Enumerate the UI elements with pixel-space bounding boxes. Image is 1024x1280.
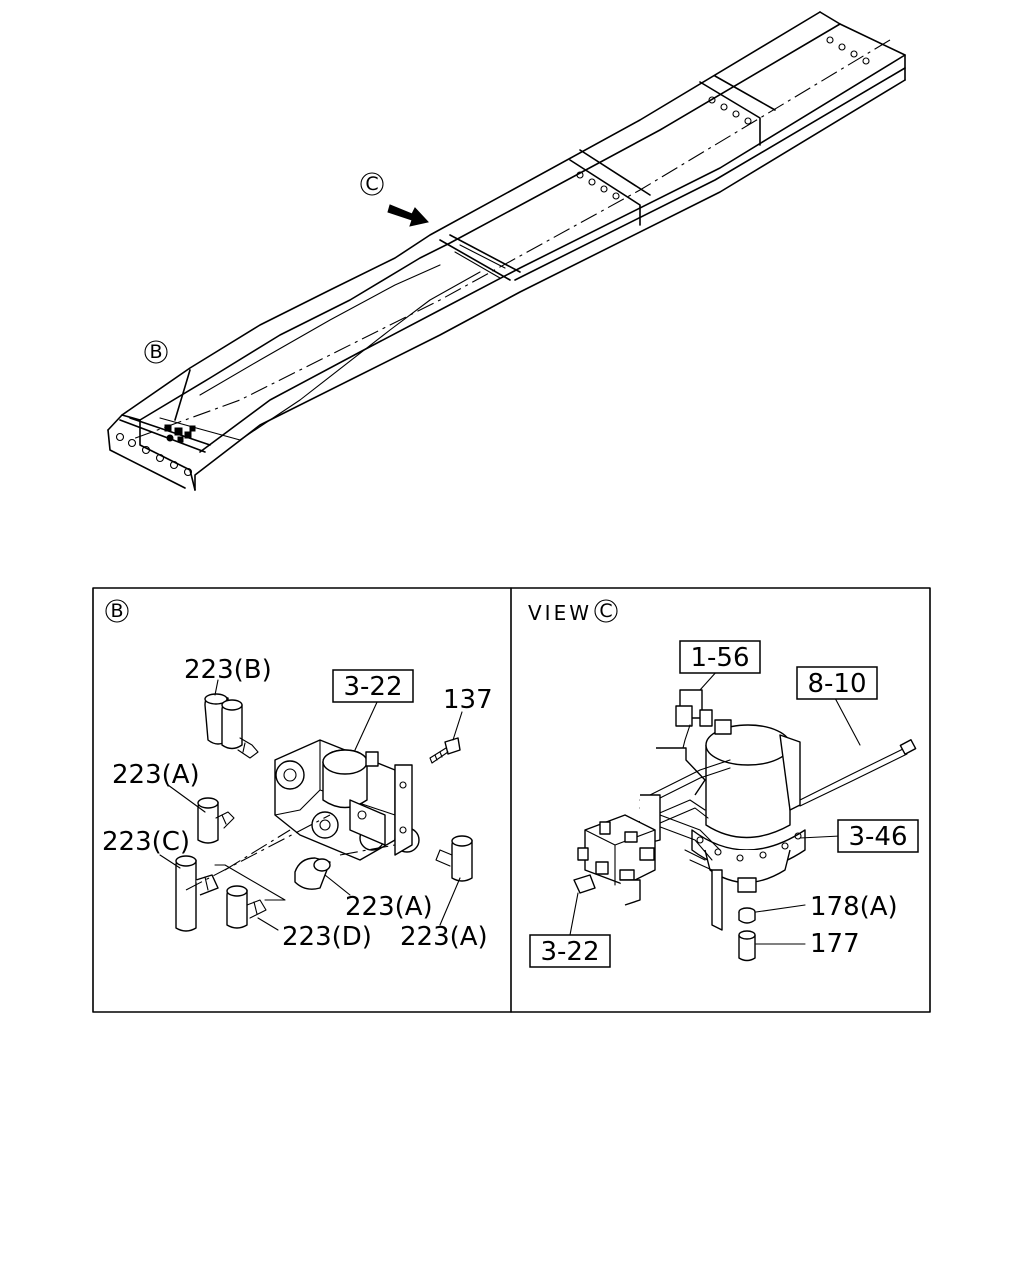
label-177: 177 <box>810 929 860 959</box>
fitting-223a-left <box>197 797 235 844</box>
label-178a: 178(A) <box>810 892 898 922</box>
label-3-22-c: 3-22 <box>540 937 599 967</box>
panel-c-badge: C <box>594 599 618 623</box>
label-3-22-b: 3-22 <box>343 672 402 702</box>
svg-text:B: B <box>149 341 162 363</box>
label-137: 137 <box>443 685 493 715</box>
label-223a-left: 223(A) <box>112 760 200 790</box>
spacer-177 <box>738 930 756 962</box>
label-223d: 223(D) <box>282 922 372 952</box>
callout-b-top: B <box>144 340 168 364</box>
bolt-137 <box>429 737 461 764</box>
view-title: VIEW <box>528 601 592 625</box>
cable-8-10 <box>799 739 917 807</box>
svg-text:C: C <box>599 600 612 622</box>
panel-b-badge: B <box>105 599 129 623</box>
air-dryer <box>691 724 806 931</box>
svg-text:C: C <box>365 173 378 195</box>
label-8-10: 8-10 <box>807 669 866 699</box>
valve-1-56 <box>675 689 732 761</box>
label-223b: 223(B) <box>184 655 272 685</box>
panel-b: B <box>102 599 493 952</box>
svg-text:B: B <box>110 600 123 622</box>
label-1-56: 1-56 <box>690 643 749 673</box>
panel-c: VIEW C <box>528 599 919 968</box>
view-arrow <box>387 204 429 227</box>
label-223a-mid: 223(A) <box>345 892 433 922</box>
fitting-223a-mid <box>294 857 331 890</box>
fitting-223d <box>226 885 267 929</box>
relay-valve <box>274 739 420 861</box>
label-223a-right: 223(A) <box>400 922 488 952</box>
fitting-223a-right <box>435 835 473 882</box>
chassis-frame <box>107 11 906 491</box>
relay-valve-c <box>573 814 656 906</box>
callout-c-top: C <box>360 172 384 196</box>
label-3-46: 3-46 <box>848 822 907 852</box>
valve-cluster-b <box>164 424 196 443</box>
plug-178a <box>738 907 756 924</box>
label-223c: 223(C) <box>102 827 190 857</box>
fitting-223b <box>204 693 259 759</box>
fitting-223c <box>175 855 219 932</box>
